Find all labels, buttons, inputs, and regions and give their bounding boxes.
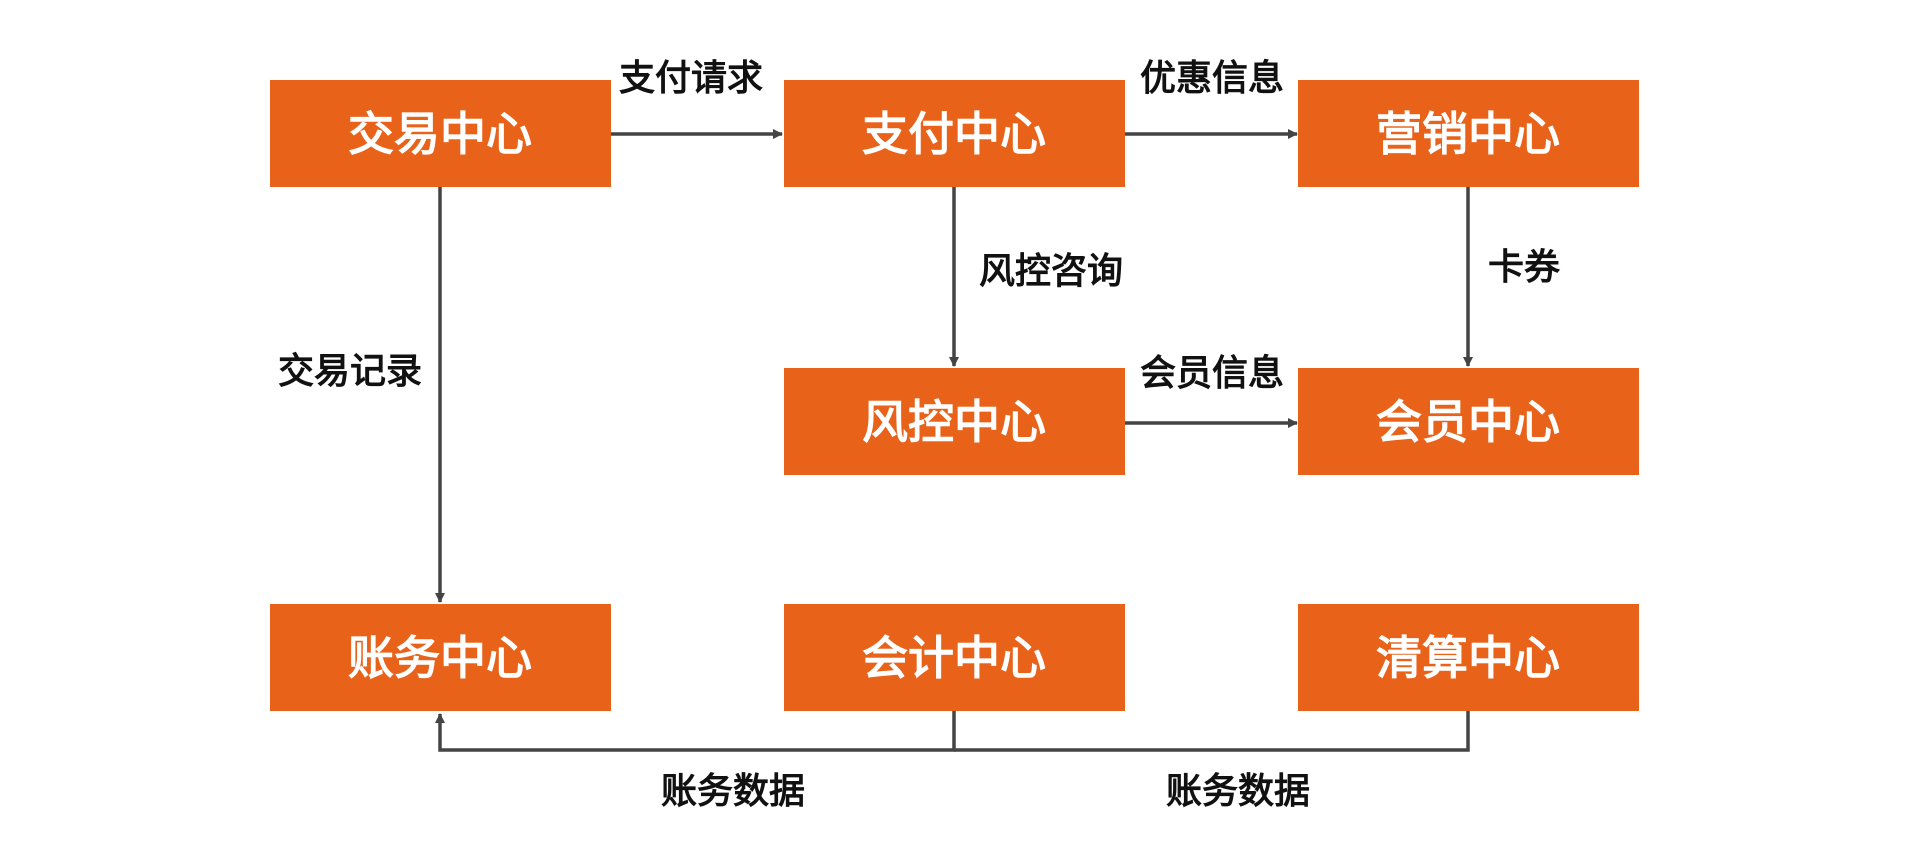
label-member-info: 会员信息 (1140, 353, 1284, 394)
label-discount-info: 优惠信息 (1140, 58, 1284, 99)
label-trade-record: 交易记录 (278, 350, 422, 392)
label-coupon: 卡券 (1488, 247, 1561, 288)
edge-labels: 支付请求 优惠信息 风控咨询 卡券 会员信息 交易记录 账务数据 账务数据 (278, 58, 1561, 812)
node-accounting-center-label: 会计中心 (862, 631, 1046, 685)
edges (435, 129, 1473, 752)
node-marketing-center: 营销中心 (1298, 80, 1639, 187)
edge-accounting-clearing-to-account (435, 711, 956, 752)
label-account-data-right: 账务数据 (1166, 771, 1310, 812)
label-payment-request: 支付请求 (619, 58, 763, 99)
node-account-center: 账务中心 (270, 604, 611, 711)
edge-clearing-branch (954, 711, 1470, 752)
node-clearing-center: 清算中心 (1298, 604, 1639, 711)
label-risk-consult: 风控咨询 (979, 251, 1123, 292)
node-member-center-label: 会员中心 (1376, 395, 1560, 449)
node-trade-center: 交易中心 (270, 80, 611, 187)
node-account-center-label: 账务中心 (348, 631, 532, 685)
node-marketing-center-label: 营销中心 (1376, 107, 1560, 161)
node-clearing-center-label: 清算中心 (1376, 631, 1560, 685)
node-risk-center: 风控中心 (784, 368, 1125, 475)
node-accounting-center: 会计中心 (784, 604, 1125, 711)
node-member-center: 会员中心 (1298, 368, 1639, 475)
node-payment-center: 支付中心 (784, 80, 1125, 187)
node-risk-center-label: 风控中心 (862, 395, 1046, 449)
nodes: 交易中心 支付中心 营销中心 风控中心 会员中心 账务中心 会计中心 清算中心 (270, 80, 1639, 711)
node-payment-center-label: 支付中心 (862, 107, 1046, 161)
node-trade-center-label: 交易中心 (348, 107, 532, 161)
label-account-data-left: 账务数据 (661, 771, 805, 812)
